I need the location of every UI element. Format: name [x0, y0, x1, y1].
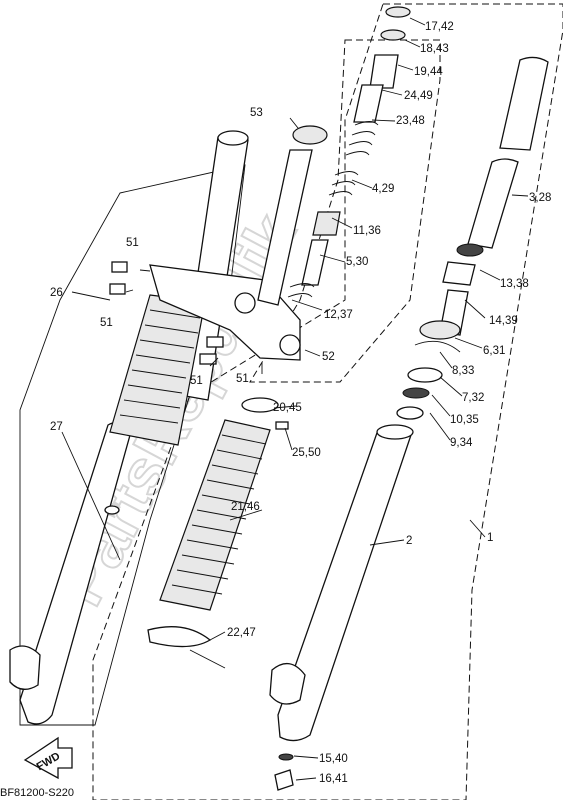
bearing-53: [292, 125, 328, 145]
callout-51-c: 51: [190, 375, 203, 387]
callout-17-42: 17,42: [425, 21, 454, 33]
callout-25-50: 25,50: [292, 447, 321, 459]
callout-2: 2: [406, 535, 412, 547]
callout-15-40: 15,40: [319, 753, 348, 765]
callout-3-28: 3,28: [529, 192, 551, 204]
callout-18-43: 18,43: [420, 43, 449, 55]
callout-26: 26: [50, 287, 63, 299]
callout-23-48: 23,48: [396, 115, 425, 127]
damper-parts: [287, 6, 411, 298]
callout-6-31: 6,31: [483, 345, 505, 357]
under-bracket: [109, 125, 328, 365]
callout-53: 53: [250, 107, 263, 119]
callout-5-30: 5,30: [346, 256, 368, 268]
drain-bolt-16: [274, 769, 294, 791]
callout-8-33: 8,33: [452, 365, 474, 377]
callout-52: 52: [322, 351, 335, 363]
callout-24-49: 24,49: [404, 90, 433, 102]
callout-4-29: 4,29: [372, 183, 394, 195]
callout-51-b: 51: [100, 317, 113, 329]
callout-10-35: 10,35: [450, 414, 479, 426]
callout-19-44: 19,44: [414, 66, 443, 78]
callout-16-41: 16,41: [319, 773, 348, 785]
left-fork-assembly: [9, 130, 249, 725]
right-fork-boot: [147, 397, 289, 669]
steering-stem: [257, 149, 313, 306]
diagram-code: BF81200-S220: [0, 787, 74, 799]
callout-20-45: 20,45: [273, 402, 302, 414]
callout-12-37: 12,37: [324, 309, 353, 321]
callout-7-32: 7,32: [462, 392, 484, 404]
right-fork-assembly: [269, 56, 549, 791]
leader-lines: [61, 17, 529, 781]
callout-13-38: 13,38: [500, 278, 529, 290]
callout-51-d: 51: [236, 373, 249, 385]
callout-27: 27: [50, 421, 63, 433]
callout-9-34: 9,34: [450, 437, 473, 449]
callout-21-46: 21,46: [231, 501, 260, 513]
callout-1: 1: [487, 532, 493, 544]
inner-parts-boundary: [249, 39, 441, 383]
left-axle-boss: [9, 645, 41, 690]
callout-labels: 17,42 18,43 19,44 24,49 53 23,48 4,29 3,…: [0, 21, 551, 799]
right-inner-tube-lower: [467, 158, 519, 249]
right-inner-tube-upper: [499, 56, 549, 151]
callout-11-36: 11,36: [353, 225, 381, 237]
fwd-arrow-icon: FWD: [23, 736, 73, 780]
assembly-26-boundary: [19, 164, 246, 726]
callout-51-a: 51: [126, 237, 139, 249]
callout-22-47: 22,47: [227, 627, 256, 639]
callout-14-39: 14,39: [489, 315, 518, 327]
